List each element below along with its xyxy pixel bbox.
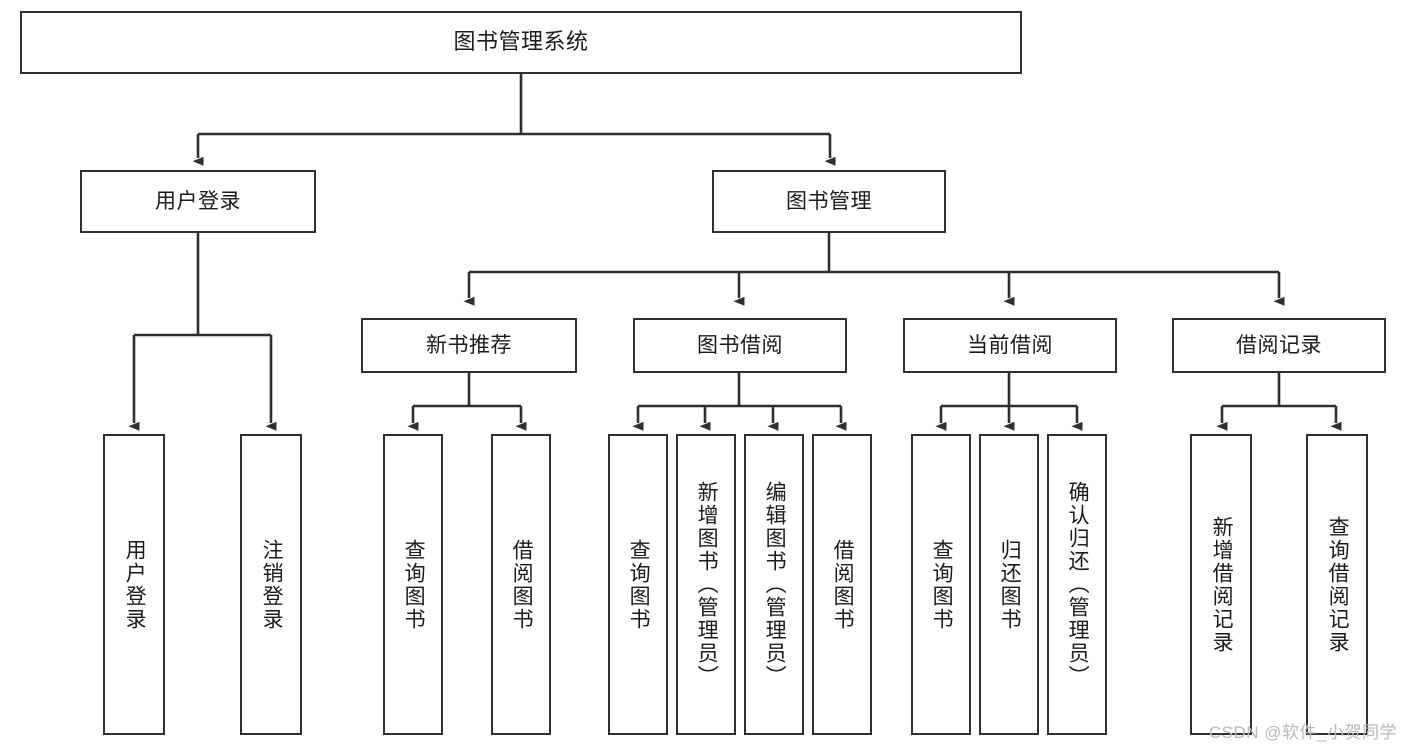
csdn-watermark: CSDN @软件_小贺同学 [1208,723,1397,742]
node-label: 当前借阅 [967,333,1053,357]
node-leaf-query-book-2[interactable]: 查询图书 [608,434,668,735]
node-leaf-confirm-return[interactable]: 确认归还（管理员） [1047,434,1107,735]
node-label: 用户登录 [123,538,147,631]
node-label: 查询借阅记录 [1326,515,1350,654]
node-current-borrow[interactable]: 当前借阅 [903,318,1117,373]
node-label: 新增图书（管理员） [695,481,719,688]
node-label: 注销登录 [260,538,284,631]
node-label: 查询图书 [627,538,651,631]
node-leaf-add-record[interactable]: 新增借阅记录 [1190,434,1252,735]
node-leaf-user-login[interactable]: 用户登录 [103,434,165,735]
node-label: 新书推荐 [426,333,512,357]
node-label: 编辑图书（管理员） [763,481,787,688]
node-leaf-query-record[interactable]: 查询借阅记录 [1306,434,1368,735]
node-leaf-borrow-book-1[interactable]: 借阅图书 [491,434,551,735]
node-label: 查询图书 [930,538,954,631]
node-label: 确认归还（管理员） [1066,481,1090,688]
node-label: 查询图书 [402,538,426,631]
node-leaf-query-book-1[interactable]: 查询图书 [383,434,443,735]
node-label: 借阅图书 [510,538,534,631]
node-label: 借阅记录 [1236,333,1322,357]
node-label: 新增借阅记录 [1210,515,1234,654]
node-label: 图书管理 [786,189,872,213]
node-leaf-logout-login[interactable]: 注销登录 [240,434,302,735]
node-leaf-edit-book[interactable]: 编辑图书（管理员） [744,434,804,735]
node-leaf-add-book[interactable]: 新增图书（管理员） [676,434,736,735]
node-new-book-recommend[interactable]: 新书推荐 [361,318,577,373]
node-leaf-borrow-book-2[interactable]: 借阅图书 [812,434,872,735]
node-label: 图书管理系统 [453,29,589,55]
node-user-login[interactable]: 用户登录 [80,170,316,233]
node-leaf-query-book-3[interactable]: 查询图书 [911,434,971,735]
node-root-book-management-system[interactable]: 图书管理系统 [20,11,1022,74]
node-borrow-record[interactable]: 借阅记录 [1172,318,1386,373]
node-leaf-return-book[interactable]: 归还图书 [979,434,1039,735]
node-label: 图书借阅 [697,333,783,357]
node-label: 借阅图书 [831,538,855,631]
node-label: 用户登录 [155,189,241,213]
node-book-borrow[interactable]: 图书借阅 [633,318,847,373]
node-book-management[interactable]: 图书管理 [712,170,946,233]
node-label: 归还图书 [998,538,1022,631]
